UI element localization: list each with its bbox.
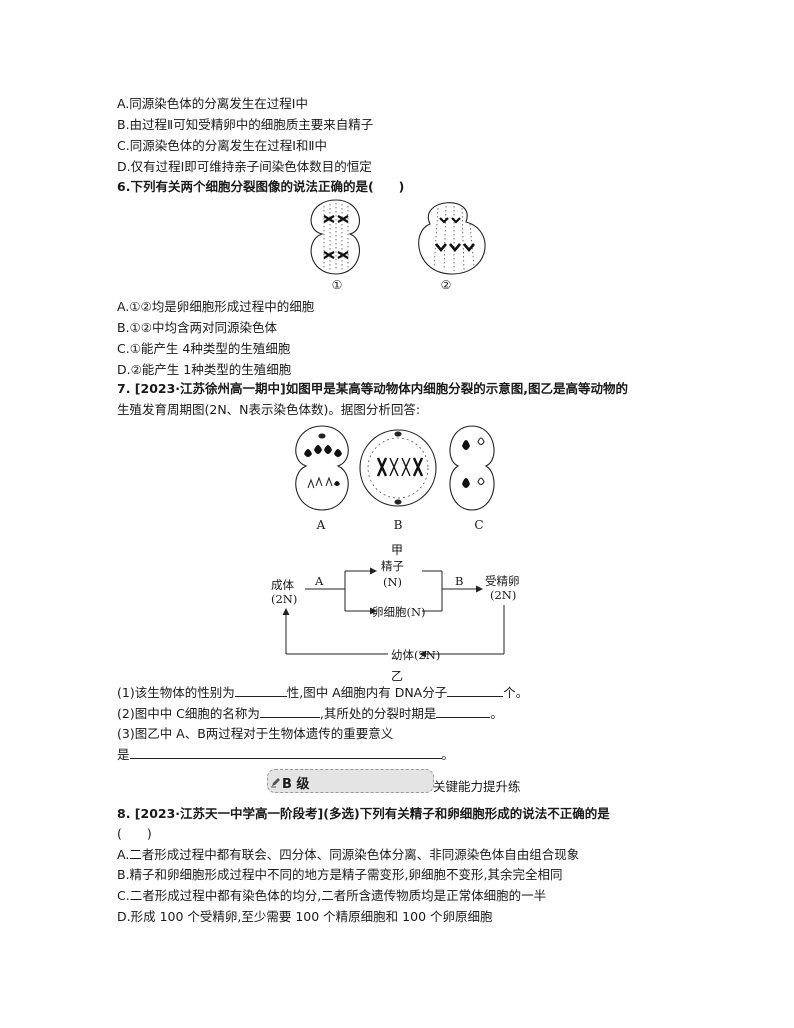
q7-sub3-line2: 是。 — [117, 746, 454, 763]
q7-sub3-text-b: 。 — [441, 747, 455, 762]
q6-figure-label-1: ① — [331, 278, 343, 292]
q6-option-b: B.①②中均含两对同源染色体 — [117, 320, 277, 335]
q5-option-c: C.同源染色体的分离发生在过程Ⅰ和Ⅱ中 — [117, 138, 328, 153]
q6-cell-2 — [418, 202, 486, 275]
cycle-arrow-b-label: B — [455, 574, 464, 588]
q7-sub1-blank-dna[interactable] — [447, 684, 504, 697]
q7-sub3-text-a: 是 — [117, 747, 130, 762]
pencil-icon — [271, 778, 280, 788]
section-banner: B 级 — [267, 769, 434, 793]
q8-answer-bracket: ( ) — [117, 826, 152, 841]
q7-cell-figure — [295, 425, 495, 511]
q7-sub2-blank-phase[interactable] — [436, 705, 491, 718]
q7-cell-c — [449, 425, 495, 511]
q6-option-d: D.②能产生 1种类型的生殖细胞 — [117, 362, 292, 377]
q7-sub3-line1: (3)图乙中 A、B两过程对于生物体遗传的重要意义 — [117, 726, 394, 741]
q6-option-a: A.①②均是卵细胞形成过程中的细胞 — [117, 299, 315, 314]
q7-sub2-text-c: 。 — [490, 706, 503, 721]
q6-cell-1 — [310, 199, 360, 275]
q6-stem: 6.下列有关两个细胞分裂图像的说法正确的是( ) — [117, 179, 405, 194]
cycle-adult-label: 成体 — [271, 578, 294, 592]
q7-stem-line2: 生殖发育周期图(2N、N表示染色体数)。据图分析回答: — [117, 402, 421, 417]
cycle-zygote-label: 受精卵 — [485, 574, 520, 588]
cycle-juvenile-label: 幼体(2N) — [391, 648, 441, 662]
q8-option-c: C.二者形成过程中都有染色体的均分,二者所含遗传物质均是正常体细胞的一半 — [117, 888, 547, 903]
q7-cell-label-a: A — [316, 518, 326, 532]
q7-sub2-text-a: (2)图中中 C细胞的名称为 — [117, 706, 260, 721]
q7-stem-line1: 7. [2023·江苏徐州高一期中]如图甲是某高等动物体内细胞分裂的示意图,图乙… — [117, 381, 629, 396]
q8-option-a: A.二者形成过程中都有联会、四分体、同源染色体分离、非同源染色体自由组合现象 — [117, 847, 580, 862]
cycle-arrow-a-label: A — [315, 574, 324, 588]
q7-cell-label-b: B — [393, 518, 403, 532]
q5-option-b: B.由过程Ⅱ可知受精卵中的细胞质主要来自精子 — [117, 117, 374, 132]
q6-figure-label-2: ② — [440, 278, 452, 292]
cycle-sperm-label: 精子 — [381, 559, 404, 573]
q5-option-d: D.仅有过程Ⅰ即可维持亲子间染色体数目的恒定 — [117, 159, 372, 174]
q7-figure-title-jia: 甲 — [390, 543, 403, 557]
q7-sub2: (2)图中中 C细胞的名称为 ,其所处的分裂时期是 。 — [117, 705, 503, 722]
cycle-sperm-count: (N) — [383, 575, 403, 589]
q7-cell-b — [359, 429, 437, 507]
q7-sub3-blank-significance[interactable] — [129, 746, 442, 759]
q8-stem: 8. [2023·江苏天一中学高一阶段考](多选)下列有关精子和卵细胞形成的说法… — [117, 806, 610, 821]
q7-sub1-text-b: 性,图中 A细胞内有 DNA分子 — [286, 685, 448, 700]
cycle-egg-label: 卵细胞(N) — [372, 605, 426, 619]
section-tag: 关键能力提升练 — [433, 779, 521, 794]
q7-cell-label-c: C — [474, 518, 484, 532]
q7-sub2-blank-name[interactable] — [259, 705, 320, 718]
q8-option-d: D.形成 100 个受精卵,至少需要 100 个精原细胞和 100 个卵原细胞 — [117, 909, 493, 924]
q6-option-c: C.①能产生 4种类型的生殖细胞 — [117, 341, 291, 356]
q7-cell-a — [295, 425, 349, 511]
q6-cell-figure — [310, 199, 486, 275]
q7-figure-title-yi: 乙 — [390, 669, 403, 683]
q7-sub1-blank-sex[interactable] — [234, 684, 287, 697]
cycle-adult-count: (2N) — [271, 592, 298, 606]
q7-sub1-text-a: (1)该生物体的性别为 — [117, 685, 235, 700]
q7-life-cycle-diagram — [282, 567, 505, 658]
q7-sub1-text-c: 个。 — [503, 685, 529, 700]
q8-option-b: B.精子和卵细胞形成过程中不同的地方是精子需变形,卵细胞不变形,其余完全相同 — [117, 867, 563, 882]
q5-option-a: A.同源染色体的分离发生在过程Ⅰ中 — [117, 96, 308, 111]
q7-sub1: (1)该生物体的性别为 性,图中 A细胞内有 DNA分子 个。 — [117, 684, 528, 701]
q7-sub2-text-b: ,其所处的分裂时期是 — [319, 706, 437, 721]
cycle-zygote-count: (2N) — [490, 588, 517, 602]
section-level: B 级 — [282, 777, 310, 792]
